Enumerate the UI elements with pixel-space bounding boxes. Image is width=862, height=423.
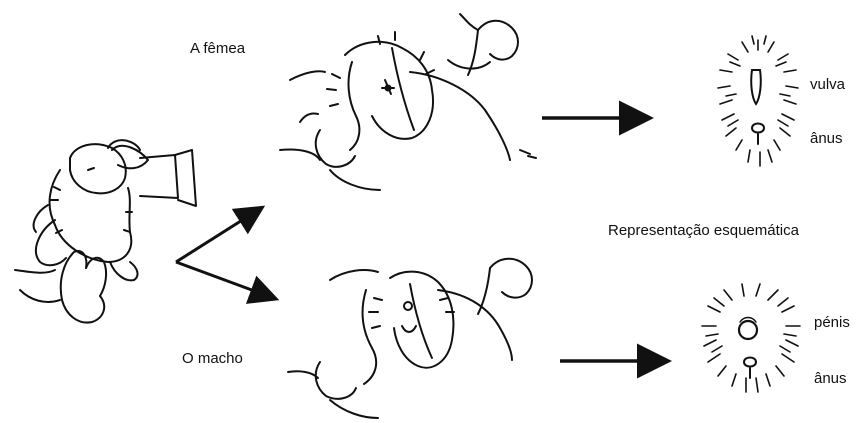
schematic-caption: Representação esquemática: [608, 222, 799, 239]
male-schematic-illustration: [702, 284, 800, 392]
rabbit-held-illustration: [15, 140, 196, 322]
male-anus-label: ânus: [814, 370, 847, 387]
female-closeup-illustration: [280, 14, 536, 190]
female-label: A fêmea: [190, 40, 245, 57]
female-anus-label: ânus: [810, 130, 843, 147]
horizontal-arrows: [542, 118, 658, 361]
male-label: O macho: [182, 350, 243, 367]
penis-label: pénis: [814, 314, 850, 331]
female-schematic-illustration: [718, 36, 798, 166]
male-closeup-illustration: [288, 259, 532, 418]
vulva-label: vulva: [810, 76, 845, 93]
diverging-arrows: [176, 212, 268, 296]
